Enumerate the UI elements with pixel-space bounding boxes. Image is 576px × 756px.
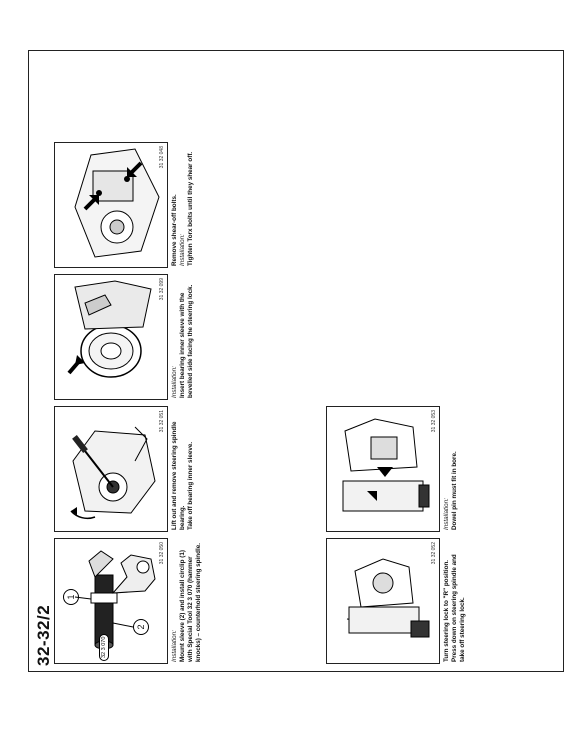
- bearing-removal-illustration: [70, 426, 156, 520]
- figure-panel-2: 31 32 051: [54, 406, 168, 532]
- figure-code: 31 32 048: [159, 146, 165, 169]
- figure-code: 31 32 052: [431, 542, 437, 565]
- figure-panel-1: 1 2 32 3 070 31 32 050: [54, 538, 168, 664]
- sleeve-install-illustration: [74, 550, 156, 650]
- figure-panel-4: 31 32 048: [54, 142, 168, 268]
- callout-2: 2: [133, 619, 149, 635]
- step-body: Tighten Torx bolts until they shear off.: [187, 151, 194, 266]
- special-tool-label: 32 3 070: [99, 633, 109, 661]
- shear-off-bolts-illustration: [74, 148, 160, 258]
- step-4-text: Remove shear-off bolts. Installation: Ti…: [171, 61, 195, 266]
- figure-code: 31 32 051: [159, 410, 165, 433]
- step-6-text: Installation: Dowel pin must fit in bore…: [443, 325, 459, 530]
- inner-sleeve-illustration: [67, 280, 152, 378]
- figure-code: 31 32 099: [159, 278, 165, 301]
- figure-code: 31 32 050: [159, 542, 165, 565]
- figure-panel-5: 31 32 052: [326, 538, 440, 664]
- figure-panel-3: 31 32 099: [54, 274, 168, 400]
- page-number: 32-32/2: [34, 604, 53, 666]
- figure-code: 31 32 053: [431, 410, 437, 433]
- step-label: Installation:: [443, 498, 450, 530]
- steering-lock-illustration: [346, 558, 430, 638]
- step-body: Dowel pin must fit in bore.: [451, 451, 458, 530]
- step-body: Remove shear-off bolts.: [171, 194, 178, 266]
- figure-panel-6: 31 32 053: [326, 406, 440, 532]
- step-label: Installation:: [179, 234, 186, 266]
- dowel-pin-illustration: [342, 418, 430, 512]
- rotated-page: 32-32/2 1 2 32 3 070 31 32 050: [28, 50, 564, 672]
- callout-1: 1: [63, 589, 79, 605]
